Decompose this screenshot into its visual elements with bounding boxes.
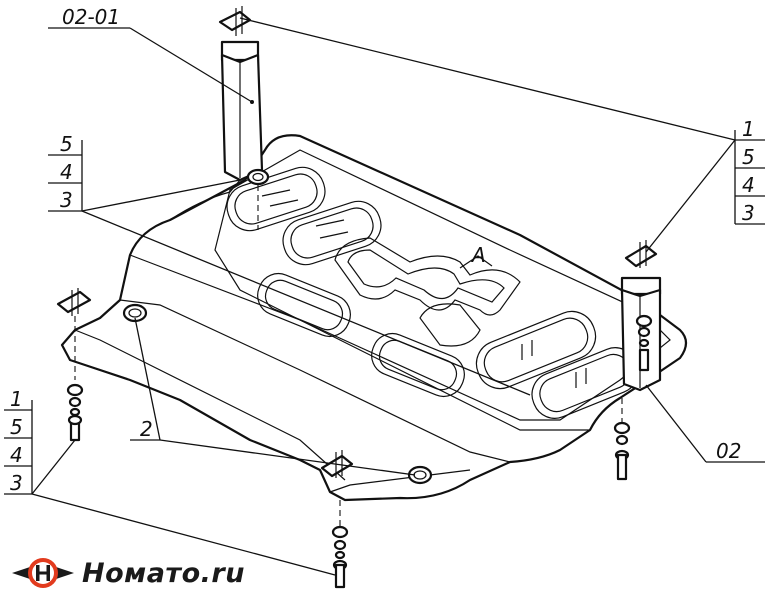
- bracket-left: [220, 40, 270, 186]
- label-stack-top-left-2: 4: [60, 160, 73, 184]
- label-stack-bottom-left-4: 3: [10, 471, 23, 495]
- label-stack-right-2: 5: [742, 145, 755, 169]
- leader-lines: [4, 17, 765, 576]
- label-stack-bottom-left-2: 5: [10, 415, 23, 439]
- label-stack-right-1: 1: [742, 117, 755, 141]
- brand-emblem-icon: [12, 558, 74, 588]
- label-stack-right-3: 4: [742, 173, 755, 197]
- bracket-right: [620, 276, 662, 392]
- plate-mark: A: [459, 243, 493, 269]
- label-stack-top-left-1: 5: [60, 132, 73, 156]
- clip-top-right: [624, 240, 658, 268]
- label-nuts: 2: [140, 417, 153, 441]
- label-stack-bottom-left-1: 1: [10, 387, 23, 411]
- clip-top-left: [218, 6, 252, 36]
- label-bracket-right: 02: [716, 439, 741, 463]
- label-stack-bottom-left-3: 4: [10, 443, 23, 467]
- fastener-right: [613, 398, 631, 481]
- plate-mark-letter: A: [470, 243, 486, 267]
- skid-plate: [60, 134, 688, 502]
- fastener-bottom: [320, 450, 354, 589]
- callout-labels: 02-01 5 4 3 1 5 4 3 02 2 1 5 4 3: [10, 5, 755, 495]
- brand-name: Номато.ru: [82, 557, 245, 589]
- label-stack-right-4: 3: [742, 201, 755, 225]
- label-bracket-left: 02-01: [62, 5, 120, 29]
- label-stack-top-left-3: 3: [60, 188, 73, 212]
- brand-logo: Номато.ru: [10, 548, 245, 598]
